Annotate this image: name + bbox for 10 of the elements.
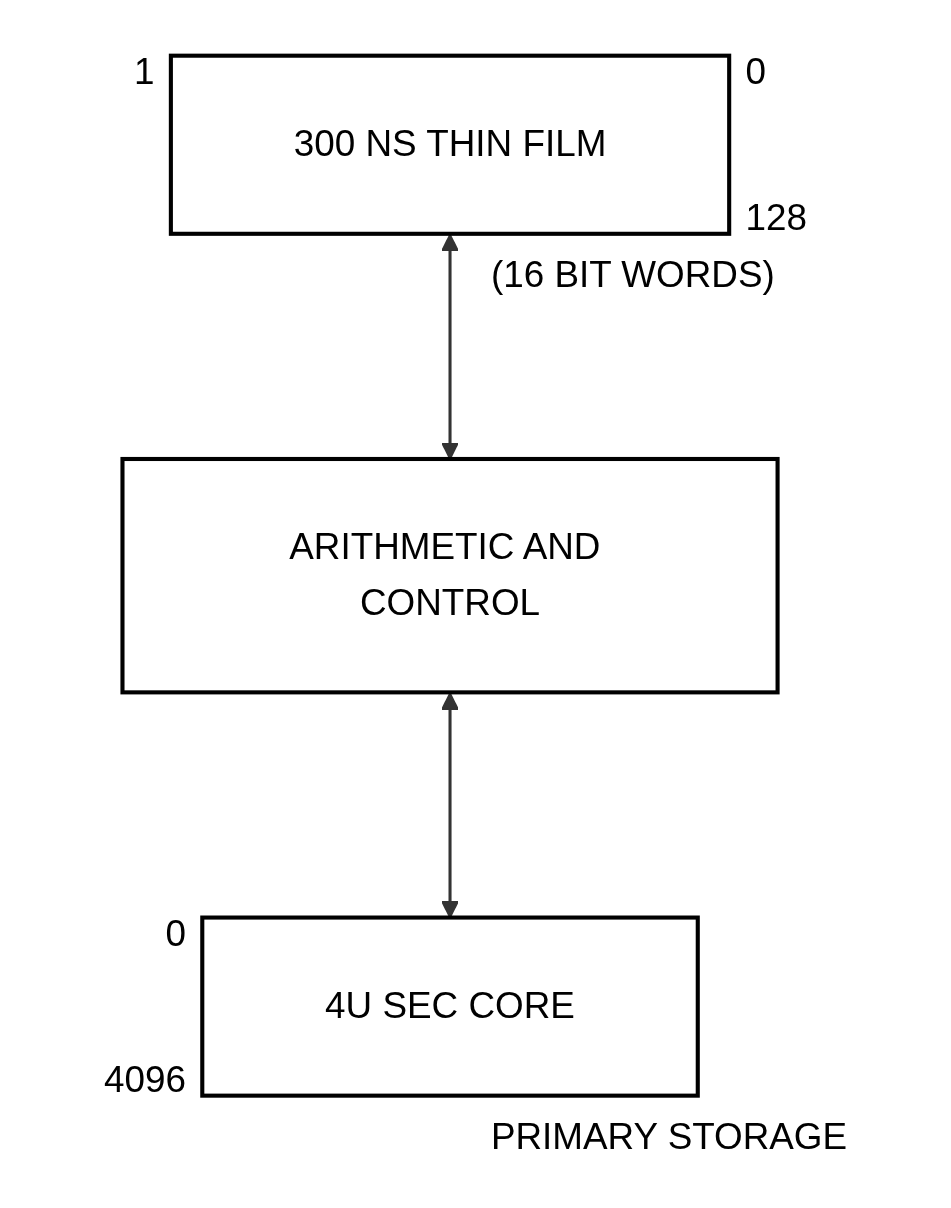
address-label: 0: [745, 51, 766, 93]
address-label: 4096: [103, 1058, 186, 1100]
process-box: 300 NS THIN FILM: [168, 53, 732, 236]
node-label: (16 BIT WORDS): [490, 254, 775, 296]
address-label: 1: [133, 51, 155, 93]
process-box: ARITHMETIC AND CONTROL: [120, 456, 780, 695]
address-label: 128: [745, 196, 807, 238]
node-label: PRIMARY STORAGE: [490, 1115, 847, 1157]
address-label: 0: [165, 913, 186, 955]
process-box: 4U SEC CORE: [200, 915, 700, 1098]
